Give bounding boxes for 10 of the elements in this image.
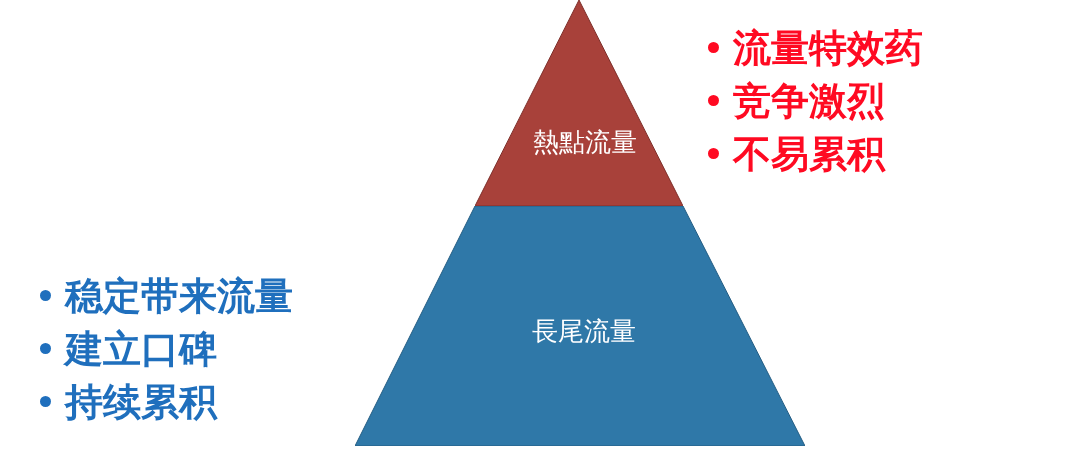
pyramid-base-tier bbox=[355, 206, 805, 446]
bullet-text: 建立口碑 bbox=[65, 327, 217, 371]
bullet-text: 稳定带来流量 bbox=[65, 274, 293, 318]
bullet-text: 流量特效药 bbox=[733, 26, 923, 70]
tier-label: 熱點流量 bbox=[533, 125, 637, 159]
tier-label: 長尾流量 bbox=[532, 314, 636, 348]
bullet-text: 竞争激烈 bbox=[733, 79, 885, 123]
pyramid-top-tier bbox=[475, 0, 683, 206]
bullet-text: 持续累积 bbox=[65, 380, 217, 424]
bullet-text: 不易累积 bbox=[733, 132, 885, 176]
